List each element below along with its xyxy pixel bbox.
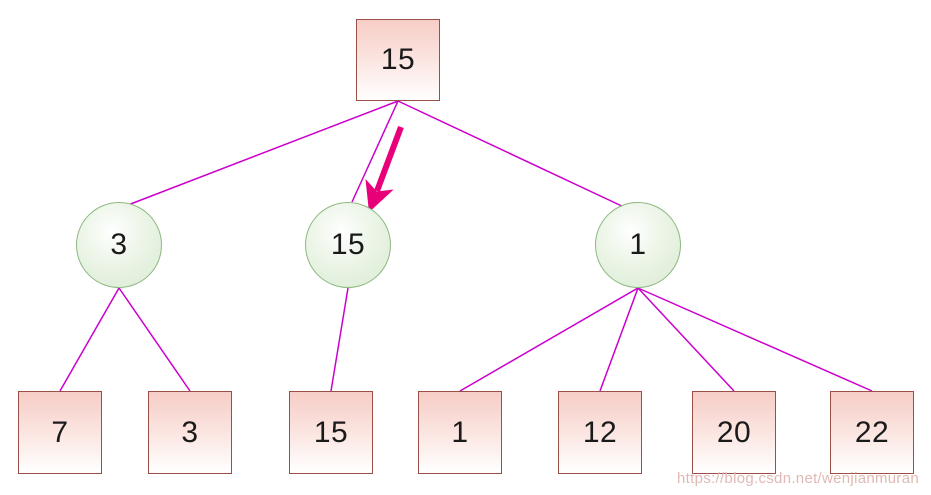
tree-node-leaf5: 12 — [558, 391, 642, 474]
node-label: 15 — [330, 228, 366, 261]
edge-root-to-c1 — [127, 100, 399, 206]
node-label: 20 — [716, 415, 752, 449]
node-label: 7 — [51, 415, 69, 449]
highlight-arrow — [365, 125, 404, 213]
edge-c1-to-leaf1 — [59, 287, 120, 392]
tree-node-leaf6: 20 — [692, 391, 776, 474]
edge-c3-to-leaf7 — [637, 287, 873, 392]
edge-c3-to-leaf4 — [459, 287, 639, 392]
tree-node-leaf4: 1 — [418, 391, 502, 474]
tree-node-leaf7: 22 — [830, 391, 914, 474]
edge-c2-to-leaf3 — [330, 287, 349, 392]
tree-node-root: 15 — [356, 19, 440, 101]
highlight-arrow-line — [365, 125, 404, 213]
edge-c3-to-leaf6 — [637, 287, 735, 392]
node-label: 3 — [181, 415, 199, 449]
edge-c1-to-leaf2 — [118, 287, 191, 392]
edge-root-to-c3 — [397, 100, 627, 209]
node-label: 1 — [451, 415, 469, 449]
node-label: 12 — [582, 415, 618, 449]
edge-root-to-c2 — [351, 100, 399, 203]
node-label: 1 — [629, 228, 647, 261]
node-label: 15 — [380, 43, 416, 76]
tree-node-leaf3: 15 — [289, 391, 373, 474]
watermark-text: https://blog.csdn.net/wenjianmuran — [677, 470, 920, 487]
node-label: 3 — [110, 228, 128, 261]
tree-edges — [59, 100, 873, 392]
node-label: 22 — [854, 415, 890, 449]
tree-node-c2: 15 — [305, 202, 391, 288]
node-label: 15 — [313, 415, 349, 449]
tree-node-c1: 3 — [76, 202, 162, 288]
edge-c3-to-leaf5 — [599, 287, 639, 392]
tree-node-c3: 1 — [595, 202, 681, 288]
tree-node-leaf2: 3 — [148, 391, 232, 474]
tree-node-leaf1: 7 — [18, 391, 102, 474]
